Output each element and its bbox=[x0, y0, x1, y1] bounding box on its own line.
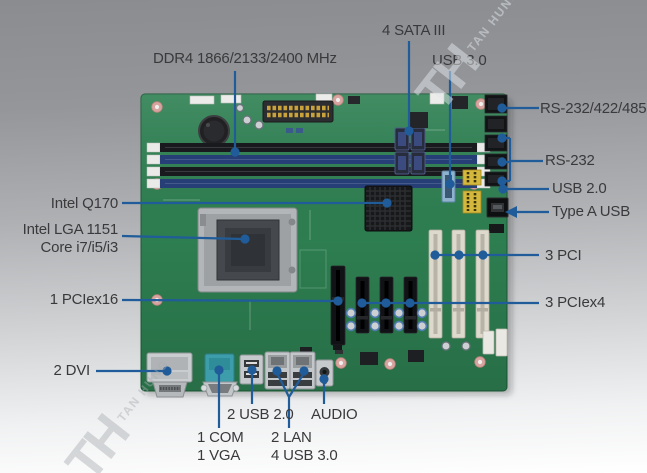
socket-lever bbox=[200, 214, 206, 226]
label-ddr4: DDR4 1866/2133/2400 MHz bbox=[153, 50, 337, 67]
label-usb2-rear: 2 USB 2.0 bbox=[227, 406, 294, 423]
label-type-a-usb: Type A USB bbox=[552, 203, 631, 220]
callout-pciex16 bbox=[121, 298, 336, 303]
cmos-battery bbox=[198, 115, 230, 147]
header bbox=[489, 224, 504, 233]
chip bbox=[452, 96, 468, 109]
label-chipset: Intel Q170 bbox=[50, 195, 118, 212]
pciex16-slot bbox=[330, 265, 346, 350]
lan-usb3-stack-1 bbox=[264, 351, 291, 390]
tantalum-cap bbox=[286, 128, 293, 133]
label-rs232: RS-232 bbox=[545, 152, 595, 169]
callout-cpu bbox=[121, 234, 244, 241]
label-pciex16: 1 PCIex16 bbox=[49, 291, 118, 308]
label-sata: 4 SATA III bbox=[382, 22, 446, 39]
silkscreen-marks bbox=[163, 129, 445, 330]
tantalum-cap bbox=[296, 128, 303, 133]
slot-capacitors bbox=[345, 307, 428, 332]
misc-chips bbox=[300, 112, 428, 365]
label-rs232-422-485: RS-232/422/485 bbox=[540, 100, 647, 117]
label-com-vga: 1 COM 1 VGA bbox=[197, 429, 244, 465]
label-lan-line1: 2 LAN bbox=[271, 429, 312, 446]
chipset-heatsink bbox=[364, 185, 413, 232]
type-a-usb-port bbox=[486, 197, 509, 218]
atx-power-connector bbox=[262, 100, 334, 123]
label-usb3-header: USB 3.0 bbox=[432, 52, 487, 69]
callout-lines bbox=[96, 41, 549, 428]
jumper-blocks bbox=[462, 169, 482, 214]
label-lan-usb3: 2 LAN 4 USB 3.0 bbox=[271, 429, 338, 465]
internal-connectors bbox=[482, 328, 508, 357]
label-dvi: 2 DVI bbox=[53, 362, 90, 379]
label-cpu-line2: Core i7/i5/i3 bbox=[40, 239, 119, 256]
motherboard-illustration bbox=[140, 92, 509, 398]
label-audio: AUDIO bbox=[311, 406, 358, 423]
top-edge-connectors bbox=[189, 92, 445, 105]
label-com-line1: 1 COM bbox=[197, 429, 244, 446]
cpu-socket bbox=[197, 207, 298, 293]
label-usb2-header: USB 2.0 bbox=[552, 180, 607, 197]
capacitors bbox=[235, 103, 264, 130]
callout-rs232 bbox=[504, 136, 543, 183]
label-cpu: Intel LGA 1151 Core i7/i5/i3 bbox=[22, 221, 119, 257]
pci-slots bbox=[428, 229, 490, 339]
misc-capacitors bbox=[441, 341, 471, 351]
label-pci: 3 PCI bbox=[545, 247, 582, 264]
label-com-line2: 1 VGA bbox=[197, 447, 241, 464]
chip bbox=[348, 96, 360, 104]
type-a-usb-arrow-icon bbox=[505, 206, 517, 218]
label-pciex4: 3 PCIex4 bbox=[545, 294, 606, 311]
label-cpu-line1: Intel LGA 1151 bbox=[22, 221, 119, 238]
callout-lan-usb3 bbox=[276, 372, 305, 428]
label-lan-line2: 4 USB 3.0 bbox=[271, 447, 338, 464]
